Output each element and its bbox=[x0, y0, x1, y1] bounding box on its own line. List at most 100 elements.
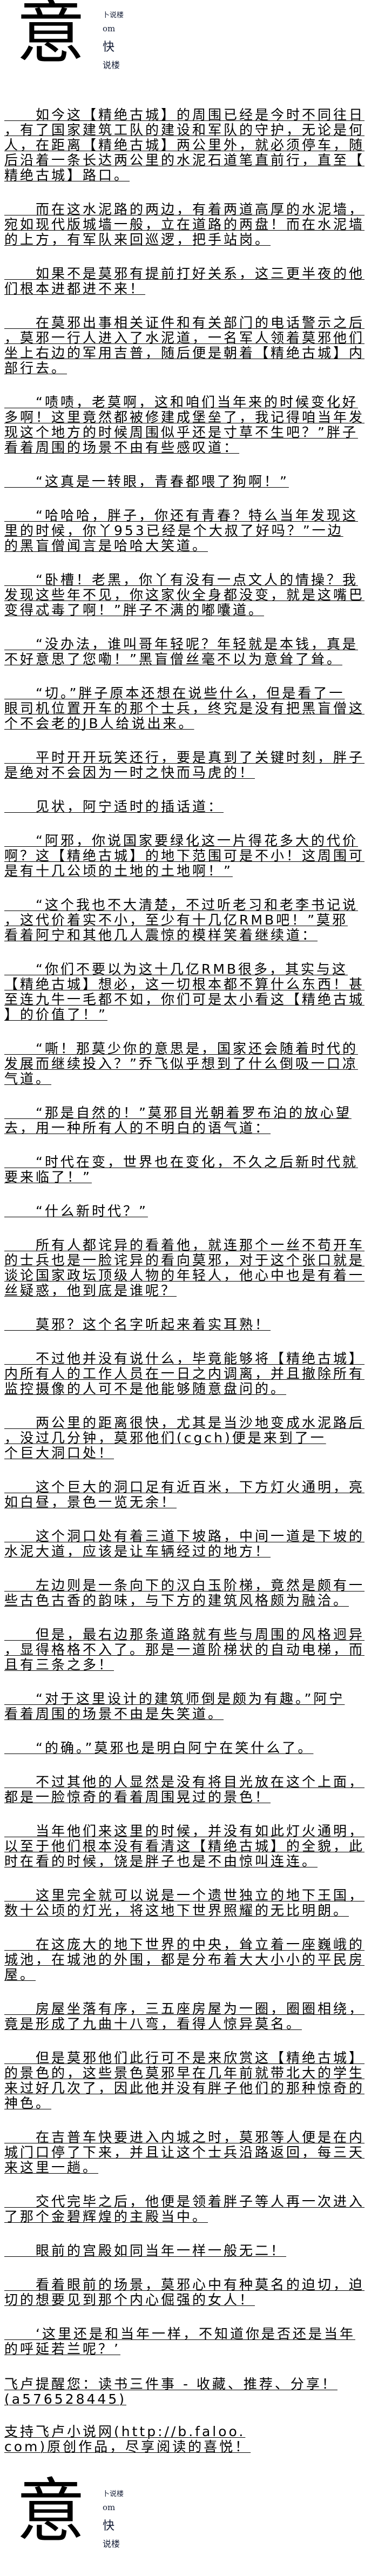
paragraph: “切。”胖子原本还想在说些什么，但是看了一眼司机位置开车的那个士兵，终究是没有把… bbox=[4, 686, 377, 731]
text-line: 这个洞口处有着三道下坡路，中间一道是下坡的 bbox=[4, 1528, 365, 1544]
text-line: 里的时候，你丫953已经是个大叔了好吗？”一边 bbox=[4, 523, 343, 538]
text-line: 们根本进都进不来！ bbox=[4, 281, 146, 296]
text-line: 气道。 bbox=[4, 1071, 52, 1087]
text-line: 房屋坐落有序，三五座房屋为一圈，圈圈相绕， bbox=[4, 2001, 365, 2017]
text-line: 些古色古香的韵味，与下方的建筑风格颇为融洽。 bbox=[4, 1593, 349, 1608]
text-line: “对于这里设计的建筑师倒是颇为有趣。”阿宁 bbox=[4, 1691, 345, 1707]
paragraph: “卧槽！老黑，你丫有没有一点文人的情操？我发现这些年不见，你这家伙全身都没变，就… bbox=[4, 572, 377, 618]
logo-text: 快 bbox=[103, 2519, 115, 2533]
text-line: “哈哈哈，胖子，你还有青春？特么当年发现这 bbox=[4, 508, 358, 523]
text-line: 看着周围的场景不由有些感叹道： bbox=[4, 440, 240, 455]
text-line: 的景色的，这些景色莫邪早在几年前就带北大的学生 bbox=[4, 2065, 365, 2081]
text-line: 变得忒毒了啊！”胖子不满的嘟囔道。 bbox=[4, 602, 264, 618]
text-line: 去，用一种所有人的不明白的语气道： bbox=[4, 1120, 271, 1136]
text-line: 城门口停了下来，并且让这个士兵沿路返回，每三天 bbox=[4, 2145, 365, 2160]
text-line: 的黑盲僧闻言是哈哈大笑道。 bbox=[4, 538, 208, 554]
text-line: 至连九牛一毛都不如，你们可是太小看这【精绝古城 bbox=[4, 992, 365, 1007]
logo-text: 卜说楼 bbox=[103, 11, 124, 19]
logo-text: om bbox=[103, 24, 116, 33]
text-line: 部行去。 bbox=[4, 360, 68, 376]
paragraph: “的确。”莫邪也是明白阿宁在笑什么了。 bbox=[4, 1741, 377, 1756]
text-line: 在吉普车快要进入内城之时，莫邪等人便是在内 bbox=[4, 2129, 365, 2145]
logo-text: 快 bbox=[103, 41, 115, 54]
paragraph: 但是莫邪他们此行可不是来欣赏这【精绝古城】的景色的，这些景色莫邪早在几年前就带北… bbox=[4, 2051, 377, 2111]
text-line: ，这代价着实不小，至少有十几亿RMB吧！”莫邪 bbox=[4, 912, 348, 928]
text-line: 谈论国家政坛顶级人物的年轻人，他心中也是有着一 bbox=[4, 1267, 365, 1283]
paragraph: “你们不要以为这十几亿RMB很多，其实与这【精绝古城】想必，这一切根本都不算什么… bbox=[4, 962, 377, 1022]
text-line: 不过他并没有说什么，毕竟能够将【精绝古城】 bbox=[4, 1351, 365, 1366]
text-line: 看着眼前的场景，莫邪心中有种莫名的迫切，迫 bbox=[4, 2277, 365, 2292]
paragraph: 看着眼前的场景，莫邪心中有种莫名的迫切，迫切的想要见到那个内心倔强的女人！ bbox=[4, 2277, 377, 2308]
text-line: 这个巨大的洞口足有近百米，下方灯火通明，亮 bbox=[4, 1479, 365, 1495]
text-line: 城池，在城池的外围，都是分布着大大小小的平民房 bbox=[4, 1952, 365, 1967]
text-line: 要来临了！” bbox=[4, 1169, 92, 1185]
logo-text: om bbox=[103, 2503, 116, 2512]
text-line: 平时开开玩笑还行，要是真到了关键时刻，胖子 bbox=[4, 750, 365, 765]
paragraph: “阿邪，你说国家要绿化这一片得花多大的代价啊？这【精绝古城】的地下范围可是不小！… bbox=[4, 833, 377, 879]
text-line: 如今这【精绝古城】的周围已经是今时不同往日 bbox=[4, 107, 365, 123]
text-line: 莫邪？这个名字听起来着实耳熟！ bbox=[4, 1317, 271, 1332]
paragraph: 这里完全就可以说是一个遗世独立的地下王国，数十公顷的灯光，将这地下世界照耀的无比… bbox=[4, 1888, 377, 1918]
text-line: 宛如现代版城墙一般，立在道路的两盘！而在水泥墙 bbox=[4, 217, 365, 232]
paragraph: 在这庞大的地下世界的中央，耸立着一座巍峨的城池，在城池的外围，都是分布着大大小小… bbox=[4, 1937, 377, 1982]
paragraph: 在莫邪出事相关证件和有关部门的电话警示之后，莫邪一行人进入了水泥道，一名军人领着… bbox=[4, 315, 377, 376]
site-logo-top: 意 卜说楼 om 快 说楼 bbox=[16, 0, 157, 73]
text-line: “什么新时代？” bbox=[4, 1203, 148, 1219]
text-line: 不好意思了您嘞！”黑盲僧丝毫不以为意耸了耸。 bbox=[4, 651, 342, 667]
text-line: “时代在变，世界也在变化，不久之后新时代就 bbox=[4, 1154, 358, 1170]
paragraph: “什么新时代？” bbox=[4, 1204, 377, 1219]
text-line: 看着阿宁和其他几人震惊的模样笑着继续道： bbox=[4, 927, 318, 943]
text-line: “嘶！那莫少你的意思是，国家还会随着时代的 bbox=[4, 1041, 358, 1056]
text-line: 都是一脸惊奇的看着周围晃过的景色！ bbox=[4, 1789, 271, 1805]
paragraph: “那是自然的！”莫邪目光朝着罗布泊的放心望去，用一种所有人的不明白的语气道： bbox=[4, 1105, 377, 1136]
logo-text: 说楼 bbox=[103, 2539, 120, 2549]
text-line: ，有了国家建筑工队的建设和军队的守护，无论是何 bbox=[4, 122, 365, 138]
text-line: 水泥大道，应该是让车辆经过的地方！ bbox=[4, 1543, 271, 1559]
paragraph: 两公里的距离很快，尤其是当沙地变成水泥路后，没过几分钟，莫邪他们(cgch)便是… bbox=[4, 1415, 377, 1461]
text-line: 的上方，有军队来回巡逻，把手站岗。 bbox=[4, 232, 271, 247]
paragraph: 在吉普车快要进入内城之时，莫邪等人便是在内城门口停了下来，并且让这个士兵沿路返回… bbox=[4, 2130, 377, 2175]
text-line: 发展而继续投入？”乔飞似乎想到了什么倒吸一口凉 bbox=[4, 1056, 358, 1071]
text-line: 的呼延若兰呢？’ bbox=[4, 2341, 120, 2357]
paragraph: 所有人都诧异的看着他，就连那个一丝不苟开车的士兵也是一脸诧异的看向莫邪，对于这个… bbox=[4, 1238, 377, 1298]
text-line: 但是莫邪他们此行可不是来欣赏这【精绝古城】 bbox=[4, 2050, 365, 2066]
paragraph: 当年他们来这里的时候，并没有如此灯火通明，以至于他们根本没有看清这【精绝古城】的… bbox=[4, 1824, 377, 1869]
text-line: 交代完毕之后，他便是领着胖子等人再一次进入 bbox=[4, 2194, 365, 2209]
paragraph: 眼前的宫殿如同当年一样一般无二！ bbox=[4, 2243, 377, 2258]
text-line: “阿邪，你说国家要绿化这一片得花多大的代价 bbox=[4, 833, 358, 848]
text-line: 飞卢提醒您：读书三件事 - 收藏、推荐、分享！ bbox=[4, 2376, 338, 2392]
text-line: 不过其他的人显然是没有将目光放在这个上面， bbox=[4, 1774, 365, 1790]
text-line: 且有三条之多！ bbox=[4, 1657, 114, 1673]
text-line: 在莫邪出事相关证件和有关部门的电话警示之后 bbox=[4, 315, 365, 331]
text-line: “的确。”莫邪也是明白阿宁在笑什么了。 bbox=[4, 1740, 314, 1756]
text-line: 如白昼，景色一览无余！ bbox=[4, 1494, 177, 1510]
text-line: 【精绝古城】想必，这一切根本都不算什么东西！甚 bbox=[4, 976, 365, 992]
text-line: 以至于他们根本没有看清这【精绝古城】的全貌，此 bbox=[4, 1838, 365, 1854]
chapter-body: 如今这【精绝古城】的周围已经是今时不同往日，有了国家建筑工队的建设和军队的守护，… bbox=[4, 107, 377, 2376]
paragraph: “对于这里设计的建筑师倒是颇为有趣。”阿宁看着周围的场景不由是失笑道。 bbox=[4, 1691, 377, 1722]
logo-glyph: 意 bbox=[16, 0, 86, 73]
text-line: 坐上右边的军用吉普，随后便是朝着【精绝古城】内 bbox=[4, 345, 365, 361]
text-line: 是有十几公顷的土地的土地啊！” bbox=[4, 863, 233, 879]
paragraph: 房屋坐落有序，三五座房屋为一圈，圈圈相绕，竟是形成了九曲十八弯，看得人惊异莫名。 bbox=[4, 2001, 377, 2032]
text-line: 】的价值了！” bbox=[4, 1007, 107, 1022]
text-line: “这真是一转眼，青春都喂了狗啊！” bbox=[4, 474, 289, 489]
paragraph: “这真是一转眼，青春都喂了狗啊！” bbox=[4, 474, 377, 489]
text-line: 见状，阿宁适时的插话道： bbox=[4, 799, 224, 814]
text-line: 现这个地方的时候周围似乎还是寸草不生吧？”胖子 bbox=[4, 424, 358, 440]
text-line: 后沿着一条长达两公里的水泥石道笔直前行，直至【 bbox=[4, 152, 365, 168]
text-line: 但是，最右边那条道路就有些与周围的风格迥异 bbox=[4, 1627, 365, 1642]
text-line: ，没过几分钟，莫邪他们(cgch)便是来到了一 bbox=[4, 1430, 326, 1446]
paragraph: 这个洞口处有着三道下坡路，中间一道是下坡的水泥大道，应该是让车辆经过的地方！ bbox=[4, 1529, 377, 1559]
text-line: 啊？这【精绝古城】的地下范围可是不小！这周围可 bbox=[4, 848, 365, 864]
text-line: com)原创作品，尽享阅读的喜悦！ bbox=[4, 2439, 251, 2454]
text-line: “这个我也不大清楚，不过听老习和老李书记说 bbox=[4, 897, 358, 913]
text-line: 个巨大洞口处！ bbox=[4, 1445, 114, 1461]
text-line: “那是自然的！”莫邪目光朝着罗布泊的放心望 bbox=[4, 1105, 352, 1121]
text-line: 左边则是一条向下的汉白玉阶梯，竟然是颇有一 bbox=[4, 1577, 365, 1593]
paragraph: “时代在变，世界也在变化，不久之后新时代就要来临了！” bbox=[4, 1155, 377, 1185]
chapter-footer: 飞卢提醒您：读书三件事 - 收藏、推荐、分享！(a576528445)支持飞卢小… bbox=[4, 2377, 377, 2472]
text-line: 丝疑惑，他到底是谁呢？ bbox=[4, 1283, 177, 1298]
text-line: 是绝对不会因为一时之快而马虎的！ bbox=[4, 765, 255, 780]
paragraph: “这个我也不大清楚，不过听老习和老李书记说，这代价着实不小，至少有十几亿RMB吧… bbox=[4, 898, 377, 943]
